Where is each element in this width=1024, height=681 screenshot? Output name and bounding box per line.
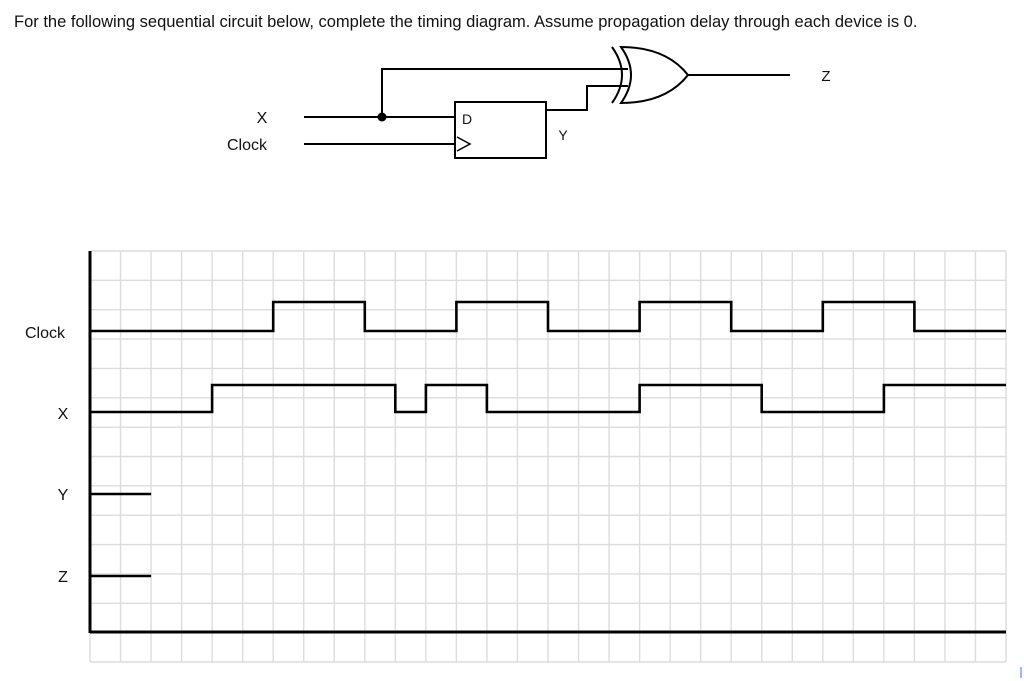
- text-cursor: [1020, 667, 1022, 678]
- clock-waveform: [90, 300, 1006, 333]
- signal-label-clock: Clock: [25, 325, 66, 342]
- circuit-diagram: X Clock D Y Z: [227, 45, 831, 159]
- flipflop-d-label: D: [462, 111, 472, 127]
- clock-triangle-icon: [456, 136, 472, 152]
- x-waveform: [90, 383, 1006, 414]
- y-to-xor-wire: [546, 85, 628, 111]
- x-to-xor-wire: [381, 68, 628, 117]
- signal-label-z: Z: [58, 569, 68, 586]
- question-text: For the following sequential circuit bel…: [14, 13, 918, 31]
- input-x-label: X: [257, 110, 268, 127]
- d-flipflop: [454, 101, 547, 159]
- xor-gate: [611, 45, 690, 105]
- input-clock-label: Clock: [227, 137, 268, 154]
- signal-label-x: X: [58, 406, 69, 423]
- output-z-label: Z: [821, 68, 830, 85]
- timing-diagram: Clock X Y Z: [25, 250, 1007, 663]
- flipflop-q-label: Y: [558, 127, 568, 143]
- signal-label-y: Y: [58, 487, 69, 504]
